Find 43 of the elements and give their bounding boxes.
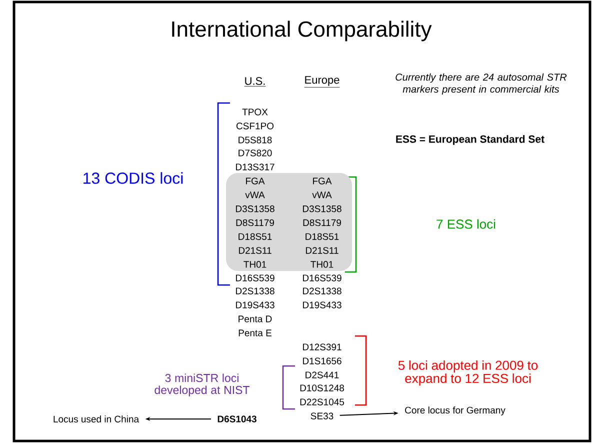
- definition-text: ESS = European Standard Set: [396, 135, 544, 145]
- locus-name: FGA: [313, 178, 332, 184]
- locus-name: D12S391: [302, 344, 342, 350]
- bracket-label: 5 loci adopted in 2009 to expand to 12 ESS loci: [398, 360, 538, 386]
- locus-name: D8S1179: [236, 219, 274, 226]
- locus-name: D5S818: [238, 136, 272, 144]
- locus-name: D8S1179: [303, 219, 341, 226]
- locus-name: FGA: [246, 178, 265, 184]
- locus-name: CSF1PO: [236, 122, 274, 130]
- locus-name: D19S433: [302, 302, 342, 308]
- locus-name: D3S1358: [236, 205, 274, 212]
- bracket-label: 13 CODIS loci: [84, 172, 183, 184]
- callout-text: Core locus for Germany: [405, 406, 506, 416]
- locus-name: vWA: [312, 192, 332, 198]
- locus-name: D2S1338: [236, 288, 274, 294]
- locus-name: vWA: [245, 192, 265, 198]
- locus-name: D7S820: [238, 150, 272, 156]
- locus-name: D1S1656: [302, 358, 342, 364]
- callout-text: Locus used in China: [54, 416, 140, 422]
- locus-name: D22S1045: [300, 398, 344, 406]
- locus-name: SE33: [310, 412, 334, 420]
- locus-name: D19S433: [236, 302, 274, 308]
- shaded-band: [226, 173, 352, 271]
- locus-name: TPOX: [242, 108, 268, 116]
- locus-name: D18S51: [238, 233, 272, 240]
- locus-name: Penta D: [238, 316, 272, 322]
- note-text: Currently there are 24 autosomal STR markers present in commercial kits: [396, 73, 567, 95]
- locus-name: Penta E: [238, 330, 272, 336]
- locus-name: D3S1358: [302, 205, 342, 212]
- locus-name: D21S11: [306, 247, 338, 254]
- locus-name: TH01: [244, 261, 266, 268]
- bracket-label: 3 miniSTR loci developed at NIST: [154, 374, 250, 396]
- column-heading: Europe: [304, 76, 340, 88]
- locus-name: D2S441: [306, 372, 339, 378]
- locus-name: D21S11: [238, 247, 272, 254]
- locus-name: D10S1248: [300, 384, 344, 392]
- locus-name: D18S51: [306, 233, 339, 240]
- locus-name: D6S1043: [218, 416, 256, 422]
- bracket-label: 7 ESS loci: [436, 219, 496, 229]
- locus-name: D2S1338: [302, 288, 342, 294]
- column-heading: U.S.: [244, 77, 266, 86]
- title: International Comparability: [172, 20, 432, 42]
- locus-name: TH01: [310, 261, 334, 268]
